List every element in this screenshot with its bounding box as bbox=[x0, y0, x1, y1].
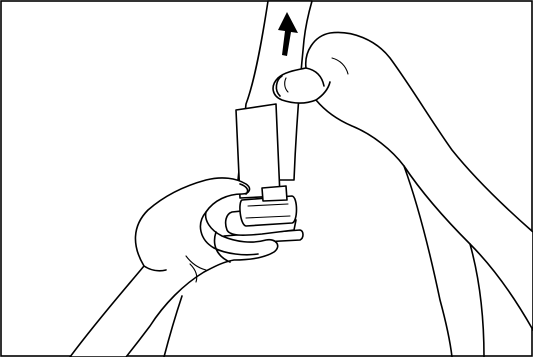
right-hand bbox=[273, 32, 533, 357]
